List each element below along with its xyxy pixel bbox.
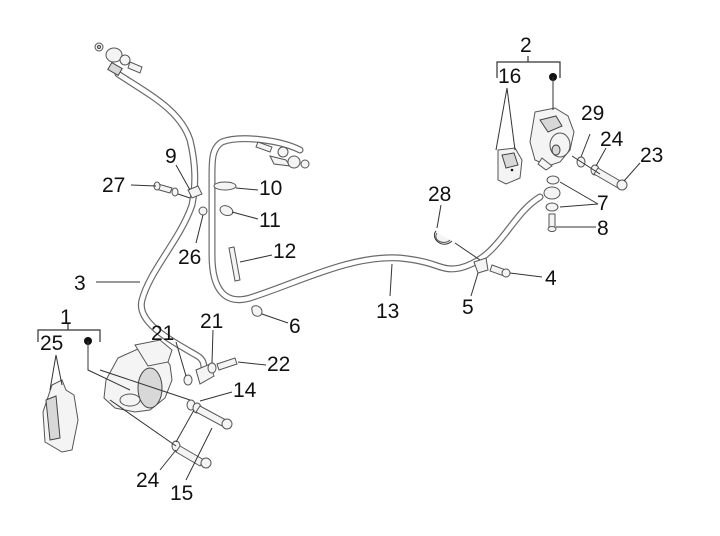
- bracket-5: [473, 257, 489, 274]
- group-bracket-1: [37, 324, 131, 391]
- bracket-9: [187, 185, 203, 199]
- callout-2: 2: [520, 34, 532, 57]
- callout-28: 28: [428, 183, 451, 206]
- leader-14: [199, 391, 233, 402]
- leader-16a: [495, 87, 508, 151]
- callout-29: 29: [581, 102, 604, 125]
- clip-10: [213, 181, 237, 191]
- bolt-4: [489, 264, 511, 278]
- nut-26: [198, 206, 208, 216]
- leader-25b: [55, 354, 63, 386]
- leader-16b: [506, 87, 516, 151]
- callout-27: 27: [102, 174, 125, 197]
- bolt-15-lower: [175, 445, 212, 469]
- leader-26: [195, 214, 204, 244]
- callout-6: 6: [289, 315, 301, 338]
- leader-21b: [211, 329, 214, 364]
- callout-11: 11: [259, 209, 281, 232]
- leader-11: [231, 211, 259, 220]
- bolt-23: [593, 167, 628, 191]
- callout-26: 26: [178, 246, 201, 269]
- bolt-27: [153, 181, 179, 197]
- callout-1: 1: [60, 306, 72, 329]
- callout-9: 9: [165, 145, 177, 168]
- callout-4: 4: [545, 267, 557, 290]
- leader-23: [623, 162, 641, 182]
- leader-5: [470, 272, 479, 297]
- leader-15: [185, 427, 213, 481]
- leader-6: [261, 313, 289, 324]
- banjo-fitting: [543, 175, 561, 232]
- callout-15: 15: [170, 482, 193, 505]
- leader-4: [509, 272, 543, 278]
- leader-10: [235, 187, 259, 191]
- callout-8: 8: [597, 217, 609, 240]
- callout-10: 10: [259, 177, 282, 200]
- callout-13: 13: [376, 300, 399, 323]
- callout-12: 12: [273, 240, 296, 263]
- callout-24-top: 24: [600, 128, 624, 151]
- callout-21a: 21: [151, 322, 174, 345]
- brake-caliper: [99, 339, 191, 413]
- leader-28: [436, 204, 442, 229]
- leader-21a: [175, 341, 187, 377]
- group-bracket-2: [496, 56, 561, 110]
- callout-5: 5: [462, 296, 474, 319]
- bolt-15-upper: [195, 405, 233, 430]
- leader-14-24: [175, 409, 195, 443]
- leader-24-top: [595, 147, 607, 167]
- leader-7a: [559, 181, 599, 205]
- clip-28: [434, 230, 453, 245]
- callout-14: 14: [233, 379, 257, 402]
- callout-16: 16: [498, 65, 521, 88]
- leader-25a: [49, 354, 57, 391]
- leader-9: [175, 164, 191, 191]
- callout-23: 23: [640, 144, 663, 167]
- clip-6: [251, 305, 263, 317]
- hose-13-top-fitting: [255, 141, 310, 169]
- callout-21b: 21: [200, 310, 223, 333]
- brake-hose-13: [208, 135, 544, 304]
- leader-12: [239, 254, 273, 263]
- leader-7b: [559, 203, 599, 208]
- sleeve-12: [228, 246, 241, 282]
- callout-25: 25: [40, 332, 63, 355]
- callout-3: 3: [74, 272, 86, 295]
- brake-hose-3: [114, 70, 208, 372]
- caliper-banjo: [183, 357, 238, 386]
- leader-24-bottom: [159, 449, 177, 471]
- hose-3-top-fitting: [94, 42, 143, 77]
- leader-22: [237, 361, 267, 366]
- master-cylinder: [529, 107, 575, 171]
- leader-29: [580, 133, 591, 158]
- callout-22: 22: [267, 353, 290, 376]
- leader-27: [130, 184, 157, 187]
- callout-24-bottom: 24: [136, 469, 160, 492]
- leader-13: [389, 263, 393, 297]
- brake-pad-16: [497, 147, 523, 185]
- clamp-11: [219, 205, 234, 216]
- brake-pad-25: [42, 379, 79, 453]
- callout-7: 7: [597, 192, 609, 215]
